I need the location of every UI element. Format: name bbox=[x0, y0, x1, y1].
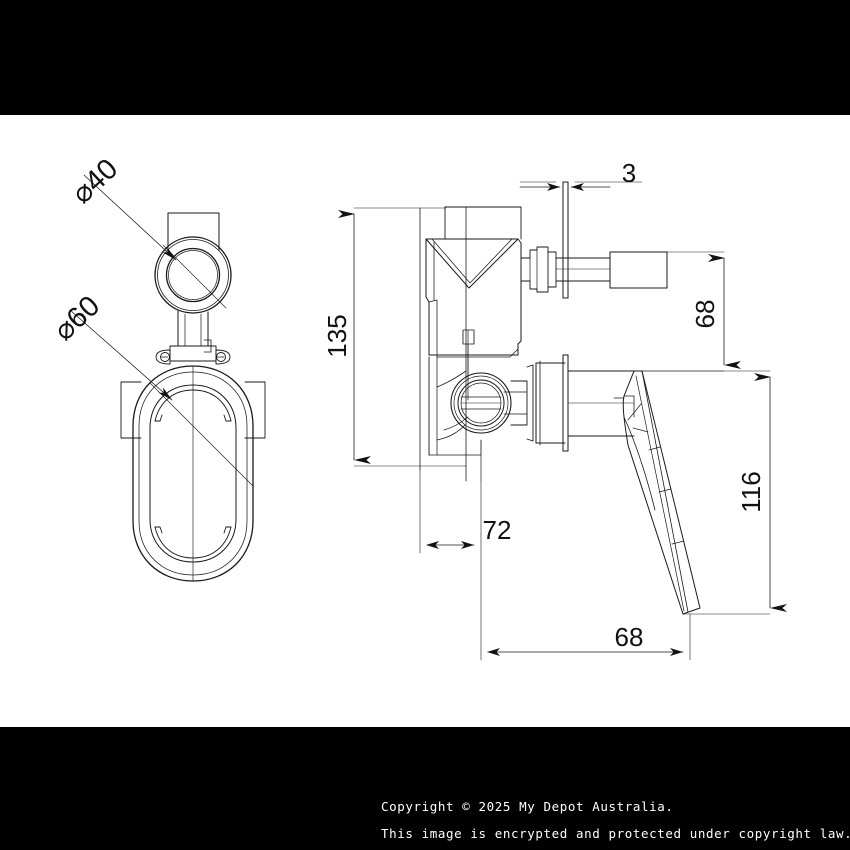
copyright-line-2: This image is encrypted and protected un… bbox=[381, 826, 850, 841]
top-letterbox-band bbox=[0, 0, 850, 115]
dimension-label-116: 116 bbox=[736, 471, 766, 512]
dimension-label-68-vertical: 68 bbox=[690, 300, 720, 329]
dimension-label-3: 3 bbox=[622, 158, 636, 188]
view-top-plan bbox=[69, 174, 266, 582]
dimension-label-135: 135 bbox=[322, 314, 352, 357]
copyright-line-1: Copyright © 2025 My Depot Australia. bbox=[381, 799, 674, 814]
dimension-lines bbox=[338, 183, 787, 656]
dimension-label-diameter-40: ⌀40 bbox=[66, 153, 124, 210]
dimension-label-68-horizontal: 68 bbox=[615, 622, 644, 652]
bottom-letterbox-band bbox=[0, 727, 850, 850]
dimension-label-72: 72 bbox=[483, 515, 512, 545]
view-side-elevation bbox=[353, 181, 771, 661]
copyright-notice: Copyright © 2025 My Depot Australia. Thi… bbox=[381, 793, 850, 847]
dimension-label-diameter-60: ⌀60 bbox=[48, 290, 106, 347]
